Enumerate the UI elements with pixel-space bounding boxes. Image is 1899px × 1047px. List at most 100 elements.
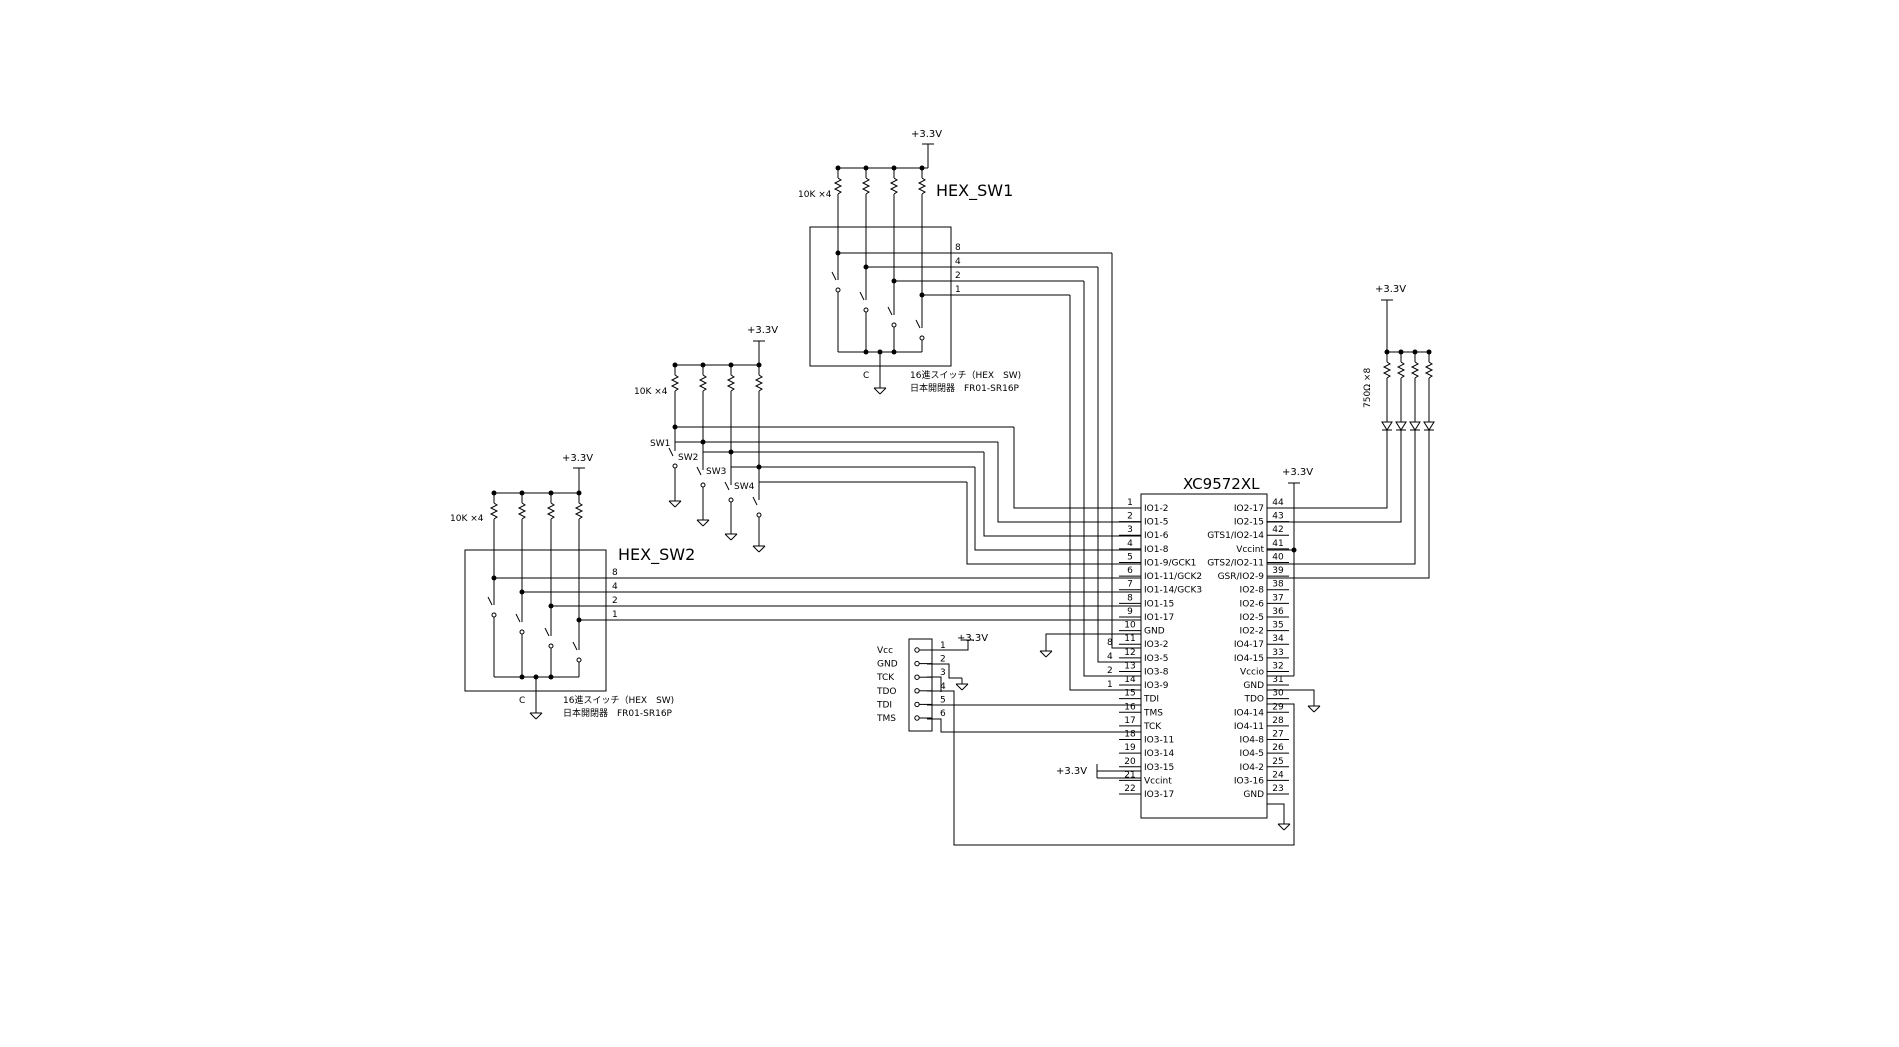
jtag-pin-number: 1 bbox=[940, 641, 946, 651]
cpld-xc9572xl: XC9572XL 1IO1-22IO1-53IO1-64IO1-85IO1-9/… bbox=[927, 467, 1321, 846]
jtag-signal-label: TDI bbox=[876, 700, 892, 710]
jtag-pin-number: 4 bbox=[940, 682, 946, 692]
hex-sw2-pin-8: 8 bbox=[612, 568, 618, 578]
cpld-pin-name: IO2-6 bbox=[1240, 599, 1265, 609]
hex-sw2-pin-4: 4 bbox=[612, 582, 618, 592]
sw1-label: SW1 bbox=[650, 439, 670, 449]
cpld-pin-name: IO3-14 bbox=[1144, 749, 1174, 759]
cpld-pin-name: IO4-17 bbox=[1234, 640, 1264, 650]
hex-sw1-pin-4: 4 bbox=[955, 257, 961, 267]
cpld-pin-name: IO4-11 bbox=[1234, 722, 1264, 732]
push-sw-supply-label: +3.3V bbox=[747, 325, 778, 336]
cpld-pin-number: 38 bbox=[1272, 580, 1284, 590]
cpld-pin-number: 6 bbox=[1127, 566, 1133, 576]
cpld-pin-number: 18 bbox=[1124, 730, 1136, 740]
jtag-pin-number: 6 bbox=[940, 709, 946, 719]
cpld-pin-name: IO4-15 bbox=[1234, 654, 1264, 664]
cpld-pin-name: GND bbox=[1243, 790, 1264, 800]
cpld-pin-name: IO1-15 bbox=[1144, 599, 1174, 609]
cpld-pin-number: 8 bbox=[1127, 593, 1133, 603]
hex-sw2-resistor-label: 10K ×4 bbox=[450, 514, 484, 524]
cpld-pin-name: GTS2/IO2-11 bbox=[1207, 558, 1264, 568]
cpld-pin-number: 29 bbox=[1272, 702, 1284, 712]
hex-sw1-supply-label: +3.3V bbox=[911, 129, 942, 140]
cpld-pin-number: 32 bbox=[1272, 661, 1283, 671]
cpld-pin-number: 35 bbox=[1272, 621, 1283, 631]
cpld-pin-number: 3 bbox=[1127, 525, 1133, 535]
hex-sw1-pin-2: 2 bbox=[955, 271, 961, 281]
hex-sw1-routing bbox=[1069, 253, 1141, 691]
hex-sw1-pin-1: 1 bbox=[955, 285, 961, 295]
jtag-supply-label: +3.3V bbox=[957, 633, 988, 644]
hex-sw2-pin-2: 2 bbox=[612, 596, 618, 606]
cpld-pin-name: IO2-15 bbox=[1234, 518, 1264, 528]
hex-switch-1: +3.3V HEX_SW1 10K ×4 8 4 2 1 bbox=[798, 129, 1112, 395]
jtag-body bbox=[908, 638, 933, 732]
cpld-pin-number: 22 bbox=[1124, 784, 1135, 794]
cpld-pin-number: 26 bbox=[1272, 743, 1284, 753]
cpld-pin-number: 27 bbox=[1272, 730, 1283, 740]
cpld-pin-name: IO1-17 bbox=[1144, 613, 1174, 623]
cpld-pin-name: IO1-9/GCK1 bbox=[1144, 558, 1196, 568]
cpld-pin-number: 37 bbox=[1272, 593, 1283, 603]
cpld-pin-number: 36 bbox=[1272, 607, 1284, 617]
led-resistor-label: 750Ω ×8 bbox=[1363, 368, 1373, 408]
hex-sw1-resistor-label: 10K ×4 bbox=[798, 190, 832, 200]
cpld-hexsw1-mark-2: 2 bbox=[1107, 666, 1113, 676]
cpld-pin-name: GSR/IO2-9 bbox=[1218, 572, 1265, 582]
hex-sw1-body bbox=[809, 226, 952, 367]
hex-sw2-supply-label: +3.3V bbox=[562, 453, 593, 464]
hex-sw2-desc-1: 16進スイッチ（HEX SW) bbox=[563, 694, 674, 706]
cpld-pin-number: 2 bbox=[1127, 512, 1133, 522]
jtag-signal-label: TCK bbox=[876, 673, 895, 683]
cpld-pin-name: IO3-11 bbox=[1144, 736, 1174, 746]
cpld-pin-number: 33 bbox=[1272, 648, 1283, 658]
cpld-pin-number: 10 bbox=[1124, 621, 1136, 631]
hex-sw1-common-label: C bbox=[863, 371, 869, 381]
jtag-signal-label: Vcc bbox=[877, 646, 893, 656]
cpld-pin-number: 40 bbox=[1272, 552, 1284, 562]
cpld-pin-number: 15 bbox=[1124, 689, 1135, 699]
cpld-pin-number: 14 bbox=[1124, 675, 1136, 685]
cpld-pin-name: IO3-17 bbox=[1144, 790, 1174, 800]
cpld-pin-name: IO3-9 bbox=[1144, 681, 1169, 691]
cpld-pin-name: IO3-2 bbox=[1144, 640, 1168, 650]
cpld-pin-name: IO4-2 bbox=[1240, 763, 1264, 773]
cpld-pin-name: IO1-11/GCK2 bbox=[1144, 572, 1202, 582]
cpld-pin-name: IO2-8 bbox=[1240, 586, 1265, 596]
cpld-pin-number: 16 bbox=[1124, 702, 1136, 712]
sw4-label: SW4 bbox=[734, 482, 755, 492]
hex-sw1-pin-8: 8 bbox=[955, 243, 961, 253]
push-switch-group: +3.3V 10K ×4 SW1 SW2 SW3 SW4 bbox=[634, 325, 1014, 553]
